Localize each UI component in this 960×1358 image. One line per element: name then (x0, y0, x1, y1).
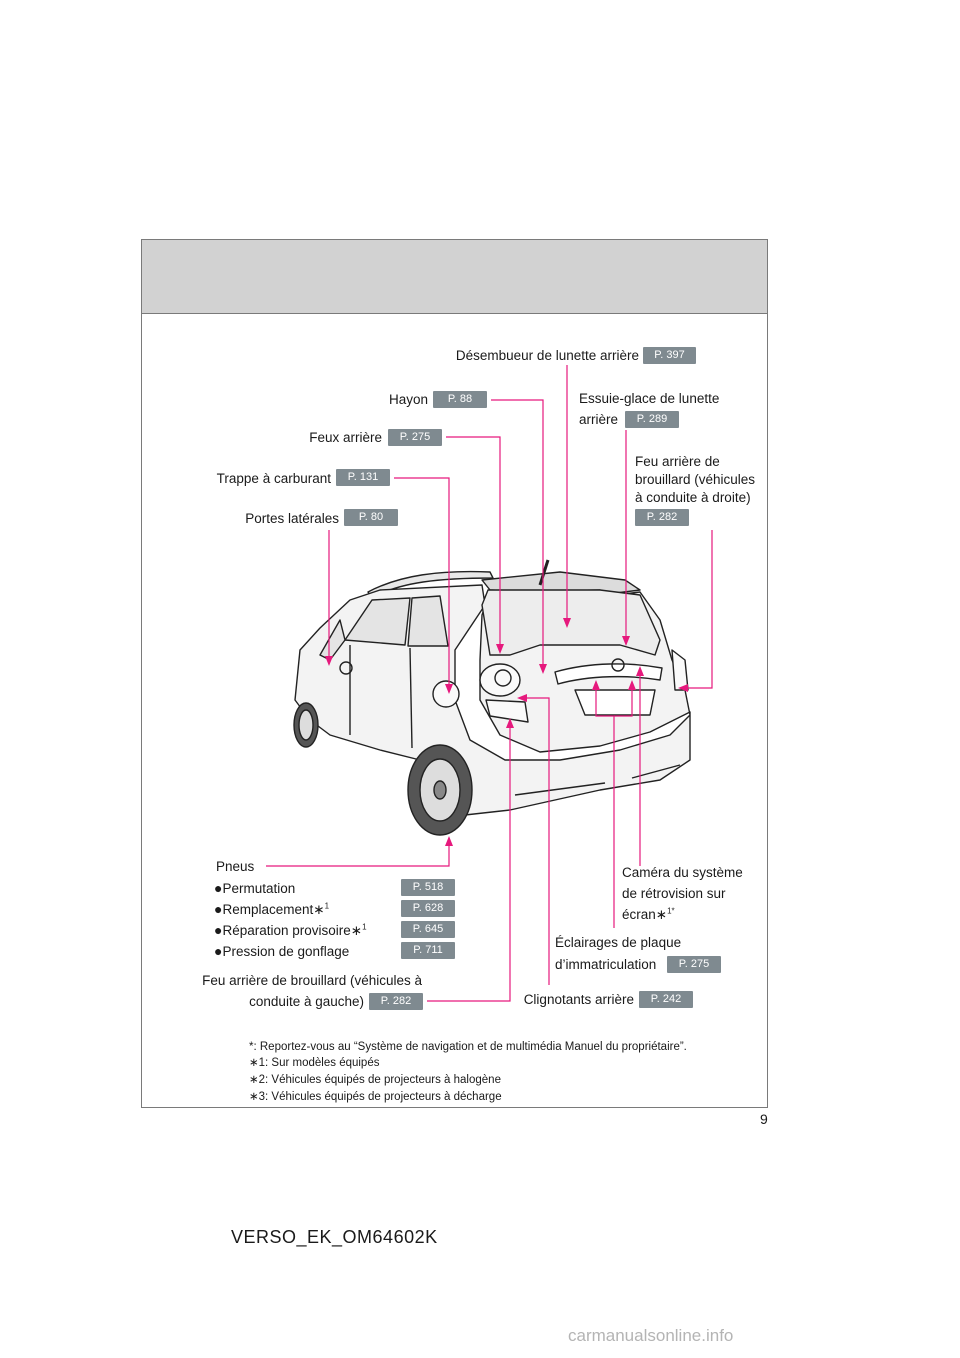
bullet-icon: ● (214, 901, 223, 917)
label-eclairages-line1: Éclairages de plaque (555, 935, 682, 950)
leader-arrowheads (325, 618, 688, 846)
page-ref-essuie[interactable]: P. 289 (625, 411, 679, 428)
asterisk-mark: ∗ (313, 902, 325, 917)
label-feu-brouillard-gauche-line2: conduite à gauche) (249, 994, 364, 1009)
label-essuie-line2: arrière (579, 412, 619, 427)
page-ref-reparation[interactable]: P. 645 (401, 921, 455, 938)
page-ref-desembueur[interactable]: P. 397 (643, 347, 696, 364)
page-ref-feu-brouillard-gauche[interactable]: P. 282 (369, 993, 423, 1010)
label-camera-line3: écran∗1* (622, 906, 675, 922)
page-ref-feux-arriere[interactable]: P. 275 (388, 429, 442, 446)
bullet-icon: ● (214, 943, 223, 959)
label-portes: Portes latérales (245, 511, 339, 526)
footnote-mark: ∗2 (249, 1074, 266, 1086)
page-ref-trappe[interactable]: P. 131 (336, 469, 390, 486)
label-essuie-line1: Essuie-glace de lunette (579, 391, 720, 406)
label-camera-line1: Caméra du système (622, 865, 743, 880)
footnote-mark: * (249, 1041, 254, 1053)
label-camera-line2: de rétrovision sur (622, 886, 726, 901)
footnote-0: *: Reportez-vous au “Système de navigati… (249, 1041, 687, 1053)
footnote-mark: ∗1 (249, 1057, 266, 1069)
bullet-icon: ● (214, 922, 223, 938)
asterisk-mark: ∗ (655, 907, 668, 922)
label-feux-arriere: Feux arrière (309, 430, 382, 445)
label-desembueur: Désembueur de lunette arrière (455, 348, 639, 363)
header-band (142, 240, 767, 314)
leader-lines (266, 365, 713, 1002)
pneus-item-permutation: ●Permutation (214, 880, 296, 896)
label-eclairages-line2: d’immatriculation (555, 957, 657, 972)
watermark: carmanualsonline.info (568, 1326, 734, 1345)
page-ref-feu-brouillard-droite[interactable]: P. 282 (635, 509, 689, 526)
page-ref-eclairages[interactable]: P. 275 (667, 956, 721, 973)
document-id: VERSO_EK_OM64602K (231, 1227, 438, 1247)
label-feu-brouillard-droite-line1: Feu arrière de (635, 454, 720, 469)
page-number: 9 (760, 1111, 768, 1127)
label-hayon: Hayon (388, 392, 428, 407)
page-ref-pression[interactable]: P. 711 (401, 942, 455, 959)
label-feu-brouillard-gauche-line1: Feu arrière de brouillard (véhicules à (202, 973, 422, 988)
label-clignotants: Clignotants arrière (523, 992, 634, 1007)
label-feu-brouillard-droite-line3: à conduite à droite) (635, 490, 751, 505)
bullet-icon: ● (214, 880, 223, 896)
label-pneus: Pneus (216, 859, 255, 874)
footnote-mark: ∗3 (249, 1091, 266, 1103)
footnote-2: ∗2: Véhicules équipés de projecteurs à h… (249, 1074, 501, 1086)
pneus-item-pression: ●Pression de gonflage (214, 943, 350, 959)
label-feu-brouillard-droite-line2: brouillard (véhicules (635, 472, 756, 487)
page-ref-portes[interactable]: P. 80 (344, 509, 398, 526)
asterisk-mark: ∗ (350, 923, 363, 938)
label-trappe: Trappe à carburant (216, 471, 331, 486)
page-ref-remplacement[interactable]: P. 628 (401, 900, 455, 917)
footnote-1: ∗1: Sur modèles équipés (249, 1057, 380, 1069)
car-body (293, 559, 691, 836)
page-ref-clignotants[interactable]: P. 242 (639, 991, 693, 1008)
page-ref-permutation[interactable]: P. 518 (401, 879, 455, 896)
page-ref-hayon[interactable]: P. 88 (433, 391, 487, 408)
pneus-item-remplacement: ●Remplacement∗1 (214, 901, 330, 917)
footnote-3: ∗3: Véhicules équipés de projecteurs à d… (249, 1091, 502, 1103)
pneus-item-reparation: ●Réparation provisoire∗1 (214, 922, 367, 938)
